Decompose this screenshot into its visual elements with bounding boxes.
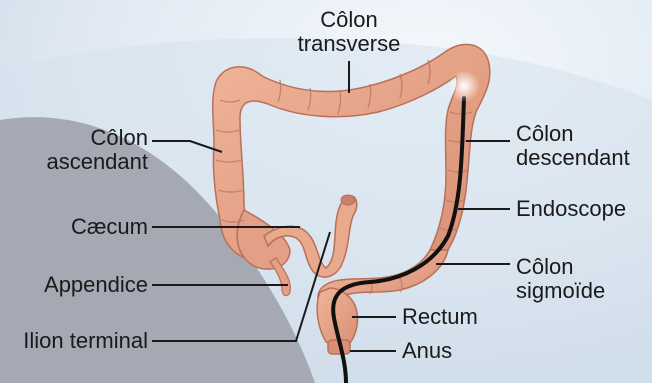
endoscope-flare [448, 70, 480, 102]
label-caecum: Cæcum [20, 215, 148, 239]
label-ilion-terminal: Ilion terminal [4, 329, 148, 353]
label-colon-descendant-line1: Côlon [516, 122, 630, 146]
label-rectum: Rectum [402, 305, 478, 329]
label-endoscope: Endoscope [516, 197, 626, 221]
ileum-opening [341, 195, 355, 205]
label-colon-transverse-line2: transverse [290, 32, 408, 56]
label-colon-descendant: Côlon descendant [516, 122, 630, 170]
label-colon-transverse-line1: Côlon [290, 8, 408, 32]
label-colon-ascendant-line2: ascendant [20, 150, 148, 174]
label-anus: Anus [402, 339, 452, 363]
label-colon-ascendant: Côlon ascendant [20, 126, 148, 174]
label-colon-sigmoide: Côlon sigmoïde [516, 255, 605, 303]
label-colon-sigmoide-line2: sigmoïde [516, 279, 605, 303]
label-colon-sigmoide-line1: Côlon [516, 255, 605, 279]
label-appendice: Appendice [20, 273, 148, 297]
label-colon-ascendant-line1: Côlon [20, 126, 148, 150]
label-colon-transverse: Côlon transverse [290, 8, 408, 56]
label-colon-descendant-line2: descendant [516, 146, 630, 170]
